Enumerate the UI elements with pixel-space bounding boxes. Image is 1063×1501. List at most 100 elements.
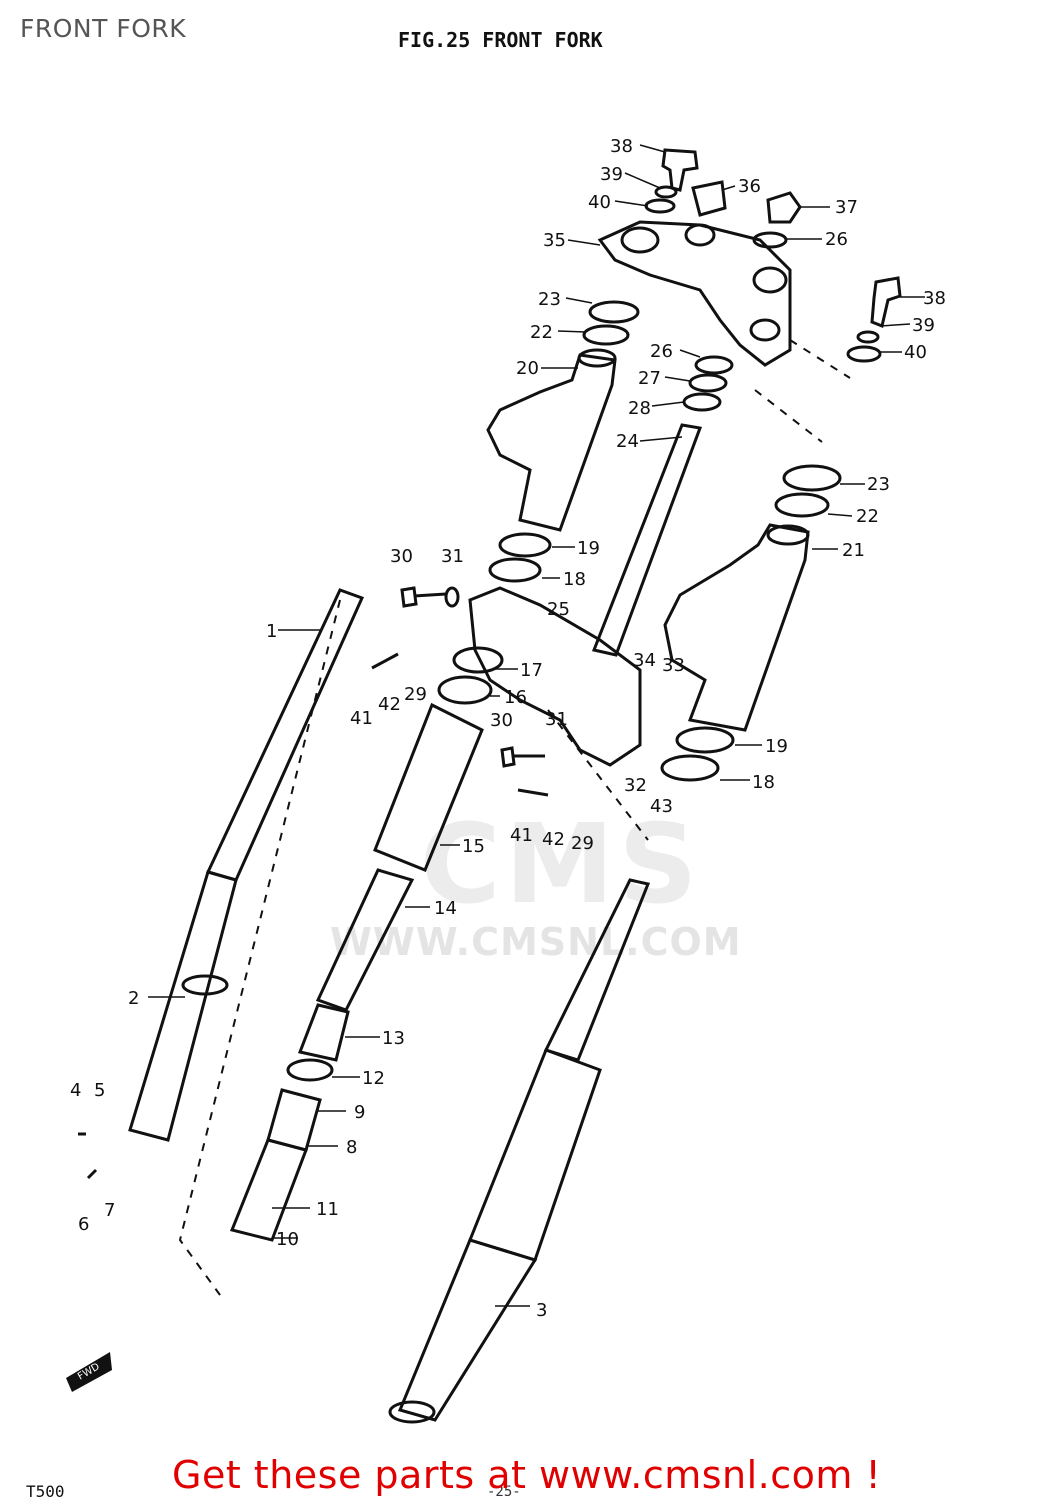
bolt-30-lower (500, 746, 545, 768)
callout-1: 1 (266, 621, 277, 642)
callout-43: 43 (650, 796, 673, 817)
seal-18-left (488, 557, 542, 583)
fork-leg-3 (397, 1238, 538, 1422)
callout-18: 18 (563, 569, 586, 590)
callout-29: 29 (571, 833, 594, 854)
figure-caption: FIG.25 FRONT FORK (398, 28, 603, 52)
washer-40-right (846, 345, 882, 363)
callout-41: 41 (510, 825, 533, 846)
headlight-bracket-left (486, 353, 617, 532)
callout-20: 20 (516, 358, 539, 379)
guide-line-stem (547, 709, 649, 841)
washer-28-stem (682, 392, 722, 412)
washer-39-top (654, 185, 678, 199)
callout-3: 3 (536, 1300, 547, 1321)
callout-8: 8 (346, 1137, 357, 1158)
washer-31-upper (444, 586, 460, 608)
callout-38: 38 (610, 136, 633, 157)
steering-stem-24 (591, 423, 703, 657)
callout-7: 7 (104, 1200, 115, 1221)
fork-tube-1 (205, 588, 365, 882)
washer-27-stem (688, 373, 728, 393)
callout-38: 38 (923, 288, 946, 309)
boot-15 (373, 702, 484, 872)
callout-40: 40 (588, 192, 611, 213)
callout-39: 39 (600, 164, 623, 185)
seal-19-left (498, 532, 552, 558)
bracket-hole-right (752, 266, 788, 294)
washer-26-top (752, 231, 788, 249)
callout-18: 18 (752, 772, 775, 793)
bracket-right-top (766, 524, 810, 546)
headlight-bracket-right (663, 523, 810, 732)
callout-6: 6 (78, 1214, 89, 1235)
seal-19-right (675, 726, 735, 754)
callout-36: 36 (738, 176, 761, 197)
callout-labels: 38 39 40 36 37 3 5 26 23 22 20 26 27 28 24 38 39 40 2 32 22 1… (70, 136, 946, 1383)
washer-26-stem (694, 355, 734, 375)
washer-39-right (856, 330, 880, 344)
callout-39: 39 (912, 315, 935, 336)
bolt-30-upper (400, 586, 447, 608)
inner-tube-2 (128, 870, 238, 1142)
spacer-13 (297, 1003, 350, 1062)
callout-21: 21 (842, 540, 865, 561)
callout-13: 13 (382, 1028, 405, 1049)
callout-37: 37 (835, 197, 858, 218)
washer-22-left (582, 324, 630, 346)
callout-22: 22 (856, 506, 879, 527)
callout-14: 14 (434, 898, 457, 919)
washer-40-top (644, 198, 676, 214)
fork-tube-3-upper (543, 878, 651, 1062)
washer-22-right (774, 492, 830, 518)
bracket-hole-lower (749, 318, 781, 342)
callout-26: 26 (650, 341, 673, 362)
callout-12: 12 (362, 1068, 385, 1089)
seal-12 (286, 1058, 334, 1082)
callout-2: 2 (128, 988, 139, 1009)
callout-4: 4 (70, 1080, 81, 1101)
page-title: FRONT FORK (20, 14, 187, 43)
callout-9: 9 (354, 1102, 365, 1123)
callout-15: 15 (462, 836, 485, 857)
fwd-arrow-icon (66, 1352, 112, 1392)
callout-28: 28 (628, 398, 651, 419)
callout-19: 19 (577, 538, 600, 559)
callout-5: 5 (94, 1080, 105, 1101)
bracket-hole-left (620, 226, 660, 254)
callout-42: 42 (542, 829, 565, 850)
nut-37 (766, 191, 802, 224)
watermark-logo: CMS (420, 800, 702, 928)
callout-40: 40 (904, 342, 927, 363)
spring-14 (315, 868, 415, 1012)
guide-line-bracket (754, 389, 823, 443)
guide-line-left-fork (178, 599, 341, 1296)
callout-41: 41 (350, 708, 373, 729)
bracket-hole-center (684, 223, 716, 247)
bolt-38-right (870, 276, 902, 329)
callout-32: 32 (624, 775, 647, 796)
callout-24: 24 (616, 431, 639, 452)
get-parts-link[interactable]: Get these parts at www.cmsnl.com ! (172, 1453, 882, 1497)
tube-2-band (181, 974, 229, 996)
callout-30: 30 (390, 546, 413, 567)
callout-25: 25 (547, 599, 570, 620)
callout-33: 33 (662, 655, 685, 676)
lower-bracket (468, 586, 642, 767)
callout-26: 26 (825, 229, 848, 250)
callout-23: 23 (867, 474, 890, 495)
piston-8 (229, 1138, 308, 1242)
screw-6 (86, 1168, 98, 1180)
callout-22: 22 (530, 322, 553, 343)
guide-line-right-bolt (789, 339, 851, 379)
seal-18-right (660, 754, 720, 782)
washer-23-right (782, 464, 842, 492)
callout-16: 16 (504, 687, 527, 708)
callout-10: 10 (276, 1229, 299, 1250)
bracket-left-top (577, 348, 617, 368)
callout-27: 27 (638, 368, 661, 389)
bush-36 (691, 180, 727, 217)
page-number: -25- (487, 1484, 521, 1500)
bolt-41-lower (517, 788, 549, 797)
